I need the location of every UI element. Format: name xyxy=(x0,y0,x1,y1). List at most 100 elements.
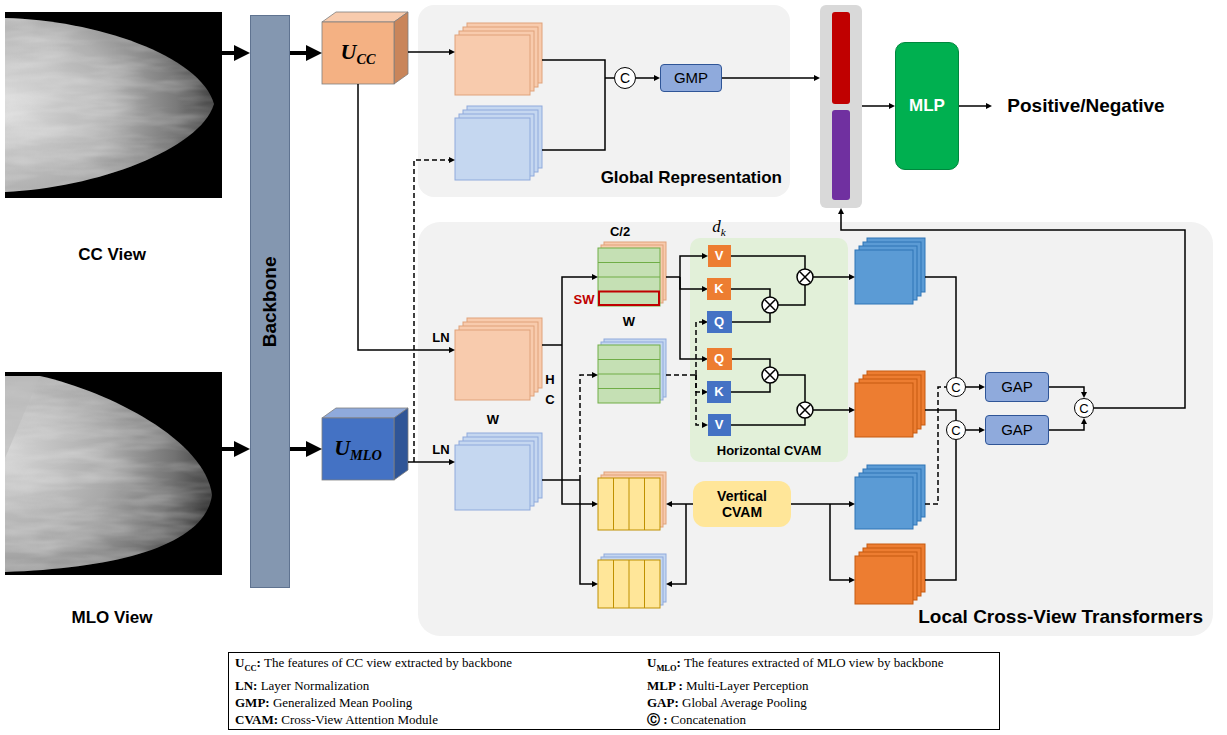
feature-map xyxy=(455,445,530,510)
dimension-label: C/2 xyxy=(610,224,630,240)
flow-line xyxy=(222,51,239,55)
box-label: GMP xyxy=(674,69,708,86)
stripe xyxy=(598,359,660,360)
flow-line xyxy=(696,375,704,392)
box-label: V xyxy=(715,249,724,264)
legend-entry: Ⓒ : Concatenation xyxy=(647,711,993,728)
flow-line xyxy=(925,387,946,504)
concat-symbol: C xyxy=(620,71,630,85)
dimension-label: W xyxy=(623,314,635,330)
qkv-box: K xyxy=(707,381,731,403)
multiply-symbol xyxy=(797,269,813,285)
multiply-symbol xyxy=(797,402,813,418)
flow-line xyxy=(830,504,851,580)
legend-entry: UCC: The features of CC view extracted b… xyxy=(235,654,647,677)
cube-side xyxy=(394,408,408,480)
flow-line xyxy=(605,77,614,79)
concat-symbol: C xyxy=(951,381,960,394)
flow-line xyxy=(680,277,704,359)
image-ground xyxy=(5,12,222,198)
tissue-texture xyxy=(5,18,214,192)
concat-circle: C xyxy=(1074,398,1094,418)
panel-title: Horizontal CVAM xyxy=(717,444,821,459)
feature-symbol: UMLO xyxy=(334,435,382,464)
feature-map-stack xyxy=(598,339,666,403)
cube-side xyxy=(394,12,408,84)
label-anchor: LN xyxy=(432,440,449,458)
multiply-ring xyxy=(797,402,813,418)
stripe xyxy=(613,560,614,608)
flow-line xyxy=(862,105,891,107)
label-anchor: W xyxy=(487,410,499,428)
flow-line xyxy=(730,256,805,269)
flow-line xyxy=(680,277,704,289)
feature-map-stack xyxy=(455,318,542,400)
feature-cube-shape xyxy=(322,12,408,84)
concat-circle: C xyxy=(614,67,636,89)
legend-entry: CVAM: Cross-View Attention Module xyxy=(235,711,647,728)
feature-map xyxy=(855,556,913,604)
flow-line xyxy=(925,440,956,580)
connector xyxy=(1049,422,1084,430)
view-label: CC View xyxy=(78,245,146,265)
feature-map-stack xyxy=(455,23,542,95)
multiply-ring xyxy=(797,269,813,285)
feature-map-stack xyxy=(598,242,666,306)
flow-line xyxy=(730,418,805,425)
connector xyxy=(966,429,981,431)
box-label: MLP xyxy=(909,96,945,116)
feature-cube: UMLO xyxy=(322,418,394,480)
panel-ground xyxy=(690,238,848,462)
flow-line xyxy=(778,375,805,402)
pooling-box: GAP xyxy=(985,415,1049,445)
breast-tissue xyxy=(5,18,214,192)
stripe xyxy=(598,277,660,278)
feature-symbol: UCC xyxy=(341,39,376,68)
box-label: Q xyxy=(714,315,724,330)
legend-entry: GAP: Global Average Pooling xyxy=(647,694,993,711)
qkv-box: Q xyxy=(707,311,732,333)
panel-ground xyxy=(820,5,862,208)
feature-map xyxy=(598,345,660,403)
stripe xyxy=(598,262,660,263)
connector xyxy=(636,77,656,79)
connector xyxy=(290,447,311,451)
breast-tissue xyxy=(5,376,212,572)
multiply-symbol xyxy=(762,297,778,313)
feature-map xyxy=(598,248,660,306)
multiply-ring xyxy=(762,367,778,383)
concat-symbol: C xyxy=(1079,402,1088,415)
label-anchor: dk xyxy=(712,217,725,240)
concat-symbol: C xyxy=(951,424,960,437)
label-anchor: W xyxy=(623,312,635,330)
flow-line xyxy=(222,447,239,451)
multiply-cross xyxy=(800,272,810,282)
stripe xyxy=(629,478,630,530)
stripe xyxy=(613,478,614,530)
flow-line xyxy=(562,277,594,345)
stripe xyxy=(644,560,645,608)
flow-line xyxy=(542,479,580,481)
image-ground xyxy=(5,372,222,575)
flow-line xyxy=(670,503,694,505)
label-anchor: SW xyxy=(574,290,595,308)
backbone-bar: Backbone xyxy=(250,15,290,588)
flow-line xyxy=(542,60,605,150)
concat-circle: C xyxy=(946,420,966,440)
feature-map xyxy=(598,560,660,608)
flow-line xyxy=(813,276,851,278)
layer-norm-label: LN xyxy=(432,330,449,346)
flow-line xyxy=(666,374,696,376)
flow-line xyxy=(813,409,851,411)
pooling-box: GMP xyxy=(660,64,722,92)
flow-lines xyxy=(222,52,1185,584)
stripe xyxy=(598,374,660,375)
cube-top xyxy=(322,12,408,22)
panel-ground xyxy=(832,12,850,104)
legend-box: UCC: The features of CC view extracted b… xyxy=(228,652,1000,730)
flow-line xyxy=(925,277,956,377)
flow-line xyxy=(730,313,770,322)
feature-map-stack xyxy=(455,106,542,180)
flow-line xyxy=(680,256,704,277)
